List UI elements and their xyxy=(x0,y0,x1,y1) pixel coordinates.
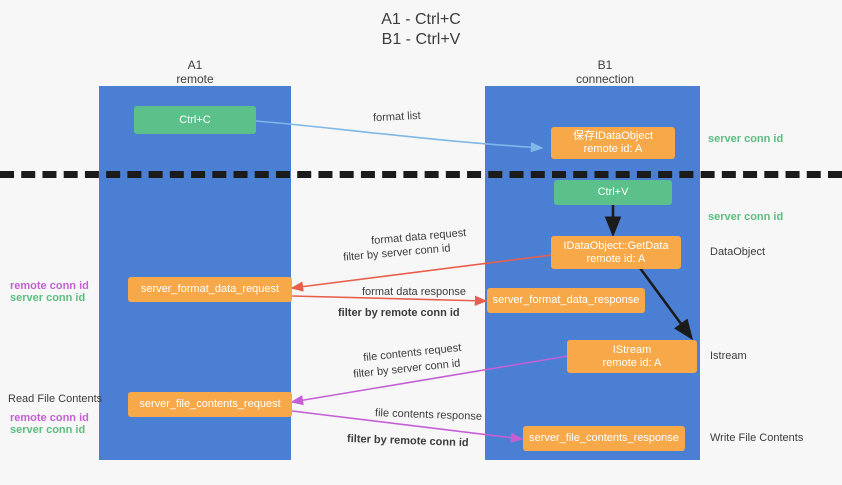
remote-conn-id-1: remote conn id xyxy=(380,307,460,319)
edge-filter-format-data-response: filter by remote conn id xyxy=(338,306,460,320)
phase-divider xyxy=(0,171,842,178)
edge-label-format-data-response: format data response xyxy=(362,286,466,298)
node-server-format-data-response[interactable]: server_format_data_response xyxy=(487,288,645,313)
annotation-istream: Istream xyxy=(710,350,747,362)
annotation-server-conn-id-mid: server conn id xyxy=(708,211,784,223)
node-ctrl-c[interactable]: Ctrl+C xyxy=(134,106,256,134)
node-istream-line2: remote id: A xyxy=(602,356,662,369)
node-ctrl-c-label: Ctrl+C xyxy=(179,113,211,126)
annotation-left-server-conn-id-2: server conn id xyxy=(10,424,86,436)
node-getdata-line1: IDataObject::GetData xyxy=(563,239,669,252)
annotation-dataobject: DataObject xyxy=(710,246,766,258)
annotation-write-file-contents: Write File Contents xyxy=(710,432,804,444)
remote-conn-id-2: remote conn id xyxy=(389,434,469,450)
node-istream[interactable]: IStream remote id: A xyxy=(567,340,697,373)
annotation-left-server-conn-id-1: server conn id xyxy=(10,292,86,304)
filter-by-text-4: filter by xyxy=(346,432,387,447)
node-ctrl-v-label: Ctrl+V xyxy=(597,186,629,198)
annotation-read-file-contents: Read File Contents xyxy=(8,393,103,405)
node-save-idataobject-line1: 保存IDataObject xyxy=(572,130,654,142)
diagram-title: A1 - Ctrl+C B1 - Ctrl+V xyxy=(321,10,521,50)
annotation-left-remote-conn-id-1: remote conn id xyxy=(10,280,89,292)
node-server-file-contents-response[interactable]: server_file_contents_response xyxy=(523,426,685,451)
filter-by-text-2: filter by xyxy=(338,307,378,319)
lane-a1-name: A1 xyxy=(187,58,203,72)
node-server-format-data-request-label: server_format_data_request xyxy=(140,283,280,295)
node-server-file-contents-request[interactable]: server_file_contents_request xyxy=(128,392,292,417)
annotation-left-remote-conn-id-2: remote conn id xyxy=(10,412,89,424)
title-line-1: A1 - Ctrl+C xyxy=(381,11,461,28)
node-server-file-contents-request-label: server_file_contents_request xyxy=(139,398,281,410)
node-server-file-contents-response-label: server_file_contents_response xyxy=(529,432,679,444)
annotation-server-conn-id-top: server conn id xyxy=(708,133,784,145)
lane-a1-sub: remote xyxy=(176,72,214,86)
edge-filter-file-contents-response: filter by remote conn id xyxy=(347,432,469,450)
edge-label-format-list: format list xyxy=(372,109,421,125)
node-server-format-data-request[interactable]: server_format_data_request xyxy=(128,277,292,302)
filter-by-text-3: filter by xyxy=(352,364,390,381)
edge-label-file-contents-response: file contents response xyxy=(374,407,483,423)
filter-by-text-1: filter by xyxy=(342,248,380,264)
title-line-2: B1 - Ctrl+V xyxy=(381,31,461,48)
lane-header-a1: A1 remote xyxy=(140,58,250,86)
node-istream-line1: IStream xyxy=(612,343,652,356)
node-ctrl-v[interactable]: Ctrl+V xyxy=(554,180,672,205)
node-save-idataobject-line2: remote id: A xyxy=(583,143,643,155)
lane-header-b1: B1 connection xyxy=(540,58,670,86)
lane-b1-name: B1 xyxy=(597,58,613,72)
node-save-idataobject[interactable]: 保存IDataObject remote id: A xyxy=(551,127,675,159)
node-server-format-data-response-label: server_format_data_response xyxy=(492,294,640,306)
node-getdata-line2: remote id: A xyxy=(586,252,646,265)
node-idataobject-getdata[interactable]: IDataObject::GetData remote id: A xyxy=(551,236,681,269)
lane-b1-sub: connection xyxy=(575,72,635,86)
